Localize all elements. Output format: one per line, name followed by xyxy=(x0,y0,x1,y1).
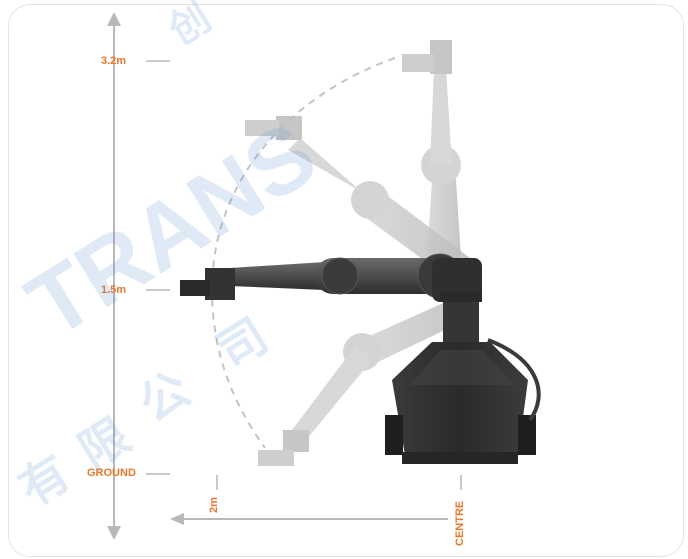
centre-label: CENTRE xyxy=(454,500,466,546)
height-axis xyxy=(107,12,170,540)
arrow-left-icon xyxy=(170,513,184,525)
camera-icon xyxy=(245,120,279,136)
arrow-down-icon xyxy=(107,526,121,540)
ground-label: GROUND xyxy=(87,467,136,479)
ghost-arm-upper-left xyxy=(245,116,470,272)
reach-envelope-arc xyxy=(210,57,396,449)
camera-icon xyxy=(258,450,294,466)
ghost-arm-lower-left xyxy=(258,300,470,466)
camera-icon xyxy=(402,54,434,72)
main-arm xyxy=(180,253,482,302)
arrow-up-icon xyxy=(107,12,121,26)
cable xyxy=(487,338,541,422)
reach-axis xyxy=(170,475,462,525)
robot-base xyxy=(385,292,541,464)
camera-icon xyxy=(180,280,210,296)
reach-label-2m: 2m xyxy=(208,497,220,513)
height-label-3.2m: 3.2m xyxy=(101,55,127,67)
card-border xyxy=(8,4,684,557)
height-label-1.5m: 1.5m xyxy=(101,284,127,296)
